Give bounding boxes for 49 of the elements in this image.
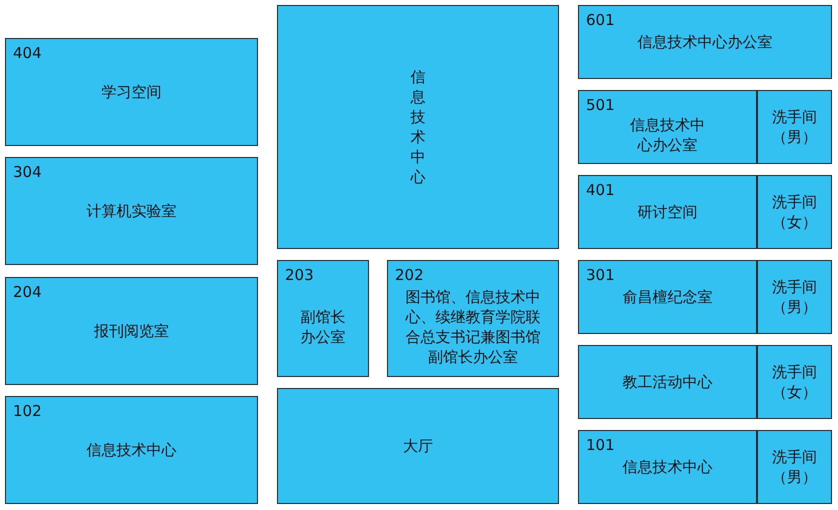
room-number: 601 xyxy=(586,11,615,29)
room-name: 教工活动中心 xyxy=(622,372,714,392)
room-box xyxy=(757,260,832,334)
room-box xyxy=(578,260,757,334)
room-name: 报刊阅览室 xyxy=(93,321,170,341)
room-name: 洗手间（女） xyxy=(771,192,818,232)
room-name: 洗手间（女） xyxy=(771,362,818,402)
room-box xyxy=(757,175,832,249)
room-box xyxy=(578,5,832,79)
room-box xyxy=(277,260,369,377)
room-box xyxy=(757,430,832,504)
room-box xyxy=(277,5,559,249)
room-number: 204 xyxy=(13,283,42,301)
room-box xyxy=(578,90,757,164)
room-number: 202 xyxy=(395,266,424,284)
room-number: 401 xyxy=(586,181,615,199)
room-box xyxy=(757,90,832,164)
room-number: 203 xyxy=(285,266,314,284)
room-number: 404 xyxy=(13,44,42,62)
room-name: 俞昌檀纪念室 xyxy=(622,287,714,307)
room-name: 计算机实验室 xyxy=(86,201,178,221)
room-name: 信息技术中心 xyxy=(86,440,178,460)
room-box xyxy=(578,430,757,504)
room-box xyxy=(5,38,258,146)
room-box xyxy=(5,277,258,385)
room-name: 大厅 xyxy=(402,436,434,456)
room-number: 301 xyxy=(586,266,615,284)
room-box xyxy=(387,260,559,377)
room-box xyxy=(5,396,258,504)
room-name: 信息技术中心 xyxy=(622,457,714,477)
room-number: 304 xyxy=(13,163,42,181)
room-name: 研讨空间 xyxy=(636,202,698,222)
room-name: 洗手间（男） xyxy=(771,277,818,317)
room-name: 洗手间（男） xyxy=(771,447,818,487)
room-name: 图书馆、信息技术中心、续继教育学院联合总支书记兼图书馆副馆长办公室 xyxy=(404,286,542,366)
room-name: 信息技术中心 xyxy=(410,67,426,187)
room-name: 副馆长办公室 xyxy=(300,306,346,346)
room-box xyxy=(578,345,757,419)
room-box xyxy=(578,175,757,249)
room-box xyxy=(277,388,559,504)
room-name: 信息技术中心办公室 xyxy=(636,32,774,52)
room-box xyxy=(5,157,258,265)
room-number: 101 xyxy=(586,436,615,454)
room-number: 102 xyxy=(13,402,42,420)
room-name: 学习空间 xyxy=(100,82,162,102)
room-name: 信息技术中心办公室 xyxy=(629,115,706,155)
room-number: 501 xyxy=(586,96,615,114)
room-name: 洗手间（男） xyxy=(771,107,818,147)
room-box xyxy=(757,345,832,419)
